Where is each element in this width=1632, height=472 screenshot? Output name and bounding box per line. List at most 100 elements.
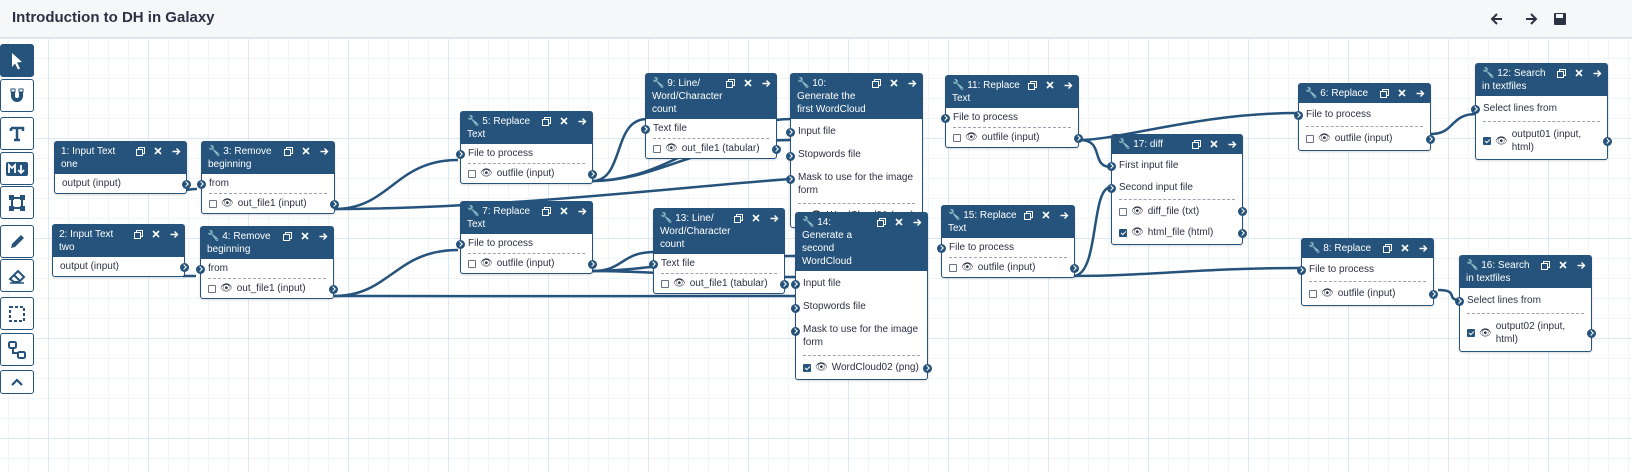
output-checkbox[interactable] (803, 363, 811, 372)
redo-button[interactable] (1520, 8, 1542, 30)
input-terminal[interactable] (786, 175, 795, 184)
node-input-text-two[interactable]: 2: Input Text two output (input) (52, 224, 189, 277)
text-tool[interactable] (0, 117, 34, 150)
output-terminal[interactable] (923, 363, 932, 373)
copy-icon[interactable] (1381, 242, 1393, 254)
input-terminal[interactable] (456, 239, 465, 249)
arrow-right-icon[interactable] (1414, 87, 1426, 99)
arrow-right-icon[interactable] (1226, 138, 1238, 150)
input-terminal[interactable] (937, 243, 946, 253)
output-terminal[interactable] (1074, 133, 1083, 143)
eye-icon[interactable]: 👁 (1318, 133, 1331, 144)
close-icon[interactable] (1573, 67, 1585, 79)
markdown-tool[interactable] (0, 152, 34, 185)
output-checkbox[interactable] (1119, 207, 1127, 216)
input-terminal[interactable] (791, 279, 800, 289)
pointer-tool[interactable] (0, 44, 34, 77)
close-icon[interactable] (299, 230, 311, 242)
node-replace-text-15[interactable]: 🔧 15: Replace Text File to process 👁outf… (937, 205, 1079, 278)
output-terminal[interactable] (1603, 136, 1612, 146)
node-replace-text-5[interactable]: 🔧 5: Replace Text File to process 👁outfi… (456, 111, 597, 184)
output-checkbox[interactable] (1119, 228, 1127, 237)
output-terminal[interactable] (1238, 207, 1247, 216)
arrow-right-icon[interactable] (1062, 79, 1074, 91)
output-terminal[interactable] (1587, 328, 1596, 338)
output-terminal[interactable] (1426, 134, 1435, 144)
output-checkbox[interactable] (468, 169, 476, 178)
arrow-right-icon[interactable] (318, 145, 330, 157)
arrow-right-icon[interactable] (768, 212, 780, 224)
input-terminal[interactable] (649, 259, 658, 269)
copy-icon[interactable] (1190, 138, 1202, 150)
output-checkbox[interactable] (468, 259, 476, 268)
close-icon[interactable] (1396, 87, 1408, 99)
copy-icon[interactable] (132, 228, 144, 240)
input-terminal[interactable] (786, 127, 795, 137)
copy-icon[interactable] (732, 212, 744, 224)
close-icon[interactable] (1557, 259, 1569, 271)
output-checkbox[interactable] (949, 263, 957, 272)
arrow-right-icon[interactable] (1417, 242, 1429, 254)
close-icon[interactable] (1399, 242, 1411, 254)
node-search-textfiles-16[interactable]: 🔧 16: Search in textfiles Select lines f… (1455, 255, 1596, 352)
close-icon[interactable] (1208, 138, 1220, 150)
node-diff-17[interactable]: 🔧 17: diff First input file Second input… (1107, 134, 1247, 245)
eye-icon[interactable]: 👁 (1495, 135, 1508, 147)
node-remove-beginning-4[interactable]: 🔧 4: Remove beginning from 👁out_file1 (i… (196, 226, 338, 299)
close-icon[interactable] (1044, 79, 1056, 91)
output-terminal[interactable] (588, 259, 597, 269)
eye-icon[interactable]: 👁 (1321, 288, 1334, 299)
input-terminal[interactable] (1107, 184, 1116, 193)
arrow-right-icon[interactable] (760, 77, 772, 89)
input-terminal[interactable] (1294, 110, 1303, 120)
output-checkbox[interactable] (953, 133, 961, 142)
copy-icon[interactable] (1539, 259, 1551, 271)
output-terminal[interactable] (1070, 263, 1079, 273)
eye-icon[interactable]: 👁 (220, 283, 233, 294)
output-checkbox[interactable] (653, 144, 661, 153)
frame-tool[interactable] (0, 186, 34, 219)
auto-layout-tool[interactable] (0, 333, 34, 366)
eye-icon[interactable]: 👁 (480, 168, 493, 179)
copy-icon[interactable] (870, 77, 882, 89)
node-line-word-count-9[interactable]: 🔧 9: Line/ Word/Character count Text fil… (641, 73, 781, 159)
copy-icon[interactable] (724, 77, 736, 89)
output-terminal[interactable] (329, 284, 338, 294)
input-terminal[interactable] (196, 264, 205, 274)
eye-icon[interactable]: 👁 (673, 278, 686, 289)
eye-icon[interactable]: 👁 (815, 362, 828, 373)
eye-icon[interactable]: 👁 (665, 143, 678, 154)
eye-icon[interactable]: 👁 (961, 262, 974, 273)
output-terminal[interactable] (182, 179, 191, 189)
copy-icon[interactable] (1022, 209, 1034, 221)
node-replace-text-11[interactable]: 🔧 11: Replace Text File to process 👁outf… (941, 75, 1083, 148)
input-terminal[interactable] (456, 149, 465, 159)
output-terminal[interactable] (180, 262, 189, 272)
eye-icon[interactable]: 👁 (965, 132, 978, 143)
close-icon[interactable] (152, 145, 164, 157)
close-icon[interactable] (150, 228, 162, 240)
save-button[interactable] (1552, 8, 1568, 30)
arrow-right-icon[interactable] (1591, 67, 1603, 79)
close-icon[interactable] (893, 216, 905, 228)
close-icon[interactable] (558, 115, 570, 127)
arrow-right-icon[interactable] (576, 115, 588, 127)
output-checkbox[interactable] (661, 279, 669, 288)
copy-icon[interactable] (134, 145, 146, 157)
node-input-text-one[interactable]: 1: Input Text one output (input) (54, 141, 191, 194)
close-icon[interactable] (742, 77, 754, 89)
node-line-word-count-13[interactable]: 🔧 13: Line/ Word/Character count Text fi… (649, 208, 789, 294)
output-terminal[interactable] (330, 199, 339, 209)
box-select-tool[interactable] (0, 297, 34, 330)
node-generate-wordcloud-14[interactable]: 🔧 14: Generate a second WordCloud Input … (791, 212, 932, 380)
close-icon[interactable] (1040, 209, 1052, 221)
pencil-tool[interactable] (0, 225, 34, 258)
arrow-right-icon[interactable] (906, 77, 918, 89)
input-terminal[interactable] (786, 151, 795, 161)
copy-icon[interactable] (540, 205, 552, 217)
node-replace-text-7[interactable]: 🔧 7: Replace Text File to process 👁outfi… (456, 201, 597, 274)
output-checkbox[interactable] (1467, 329, 1475, 337)
arrow-right-icon[interactable] (170, 145, 182, 157)
output-terminal[interactable] (780, 279, 789, 289)
output-checkbox[interactable] (1309, 289, 1317, 298)
